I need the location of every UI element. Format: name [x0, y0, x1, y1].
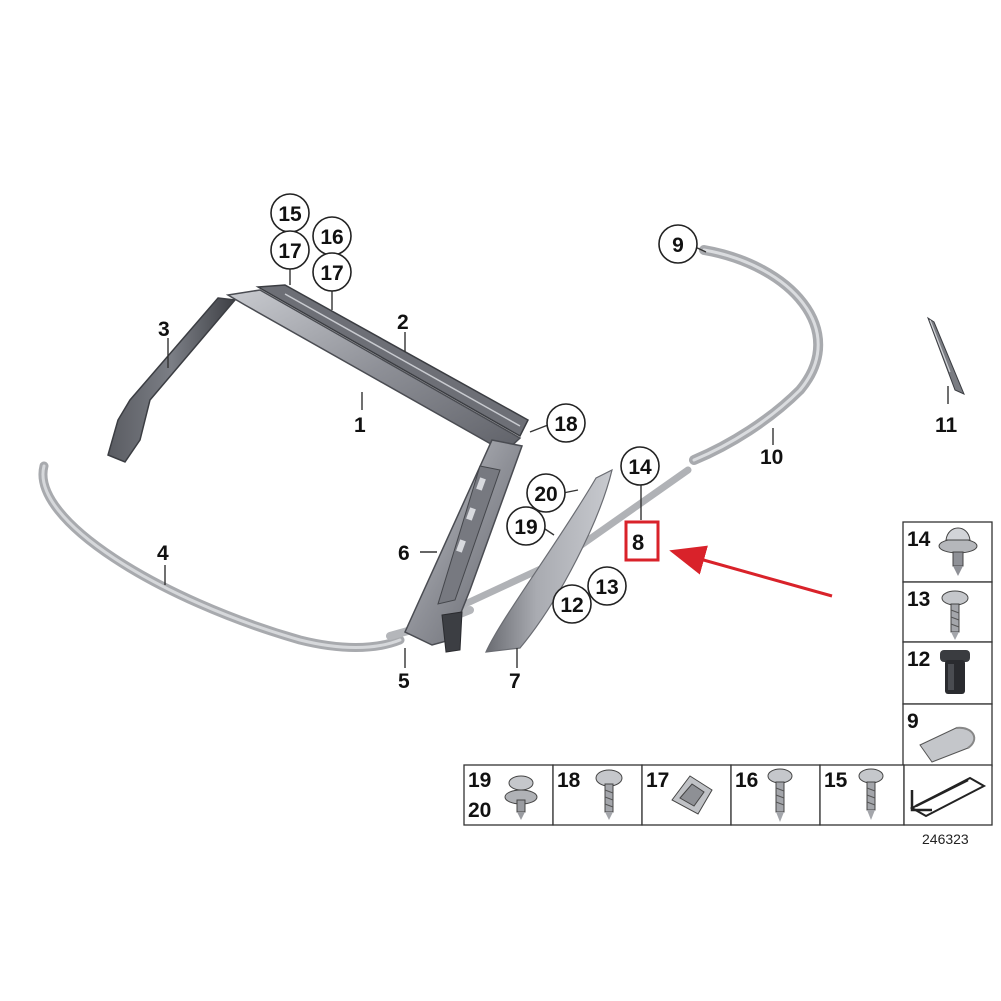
fastener-cell-9: 9 [902, 703, 993, 767]
part-11-clip-edge [929, 319, 951, 373]
callout-18: 18 [546, 403, 586, 443]
highlight-box-part-8 [624, 520, 660, 562]
callout-19: 19 [506, 506, 546, 546]
svg-text:13: 13 [595, 576, 618, 599]
part-6-slot [456, 539, 466, 553]
svg-text:20: 20 [534, 483, 557, 506]
clip-icon [504, 775, 538, 820]
svg-text:12: 12 [560, 594, 583, 617]
label-part-3: 3 [158, 318, 170, 341]
fastener-cell-12: 12 [902, 641, 993, 705]
fastener-cell-13: 13 [902, 581, 993, 643]
part-3-bracket [107, 297, 237, 463]
part-1-frame [225, 289, 522, 453]
svg-text:20: 20 [468, 799, 491, 822]
svg-text:14: 14 [628, 456, 652, 479]
clip-icon [938, 527, 978, 576]
leader-lines [164, 245, 949, 668]
callout-17a: 17 [270, 230, 310, 270]
svg-text:18: 18 [557, 769, 581, 792]
callout-13: 13 [587, 566, 627, 606]
svg-text:17: 17 [320, 262, 343, 285]
screw-icon [595, 769, 623, 820]
part-7-trim [485, 468, 613, 653]
label-part-4: 4 [157, 542, 169, 565]
label-part-8: 8 [632, 530, 644, 555]
label-part-2: 2 [397, 311, 409, 334]
part-6-slot [466, 507, 476, 521]
screw-icon [941, 590, 969, 640]
part-6-slot [476, 477, 486, 491]
self-tapping-screw-icon [767, 768, 793, 822]
part-2-strip-line [284, 293, 521, 427]
svg-text:9: 9 [672, 234, 684, 257]
part-10-upper-seal [689, 245, 824, 465]
svg-text:15: 15 [824, 769, 848, 792]
callout-15: 15 [270, 193, 310, 233]
svg-text:16: 16 [320, 226, 343, 249]
svg-text:14: 14 [907, 528, 931, 551]
callout-17b: 17 [312, 252, 352, 292]
part-10-upper-seal-highlight [692, 248, 820, 462]
svg-text:12: 12 [907, 648, 930, 671]
callout-14: 14 [620, 446, 660, 486]
label-part-6: 6 [398, 542, 410, 565]
svg-text:17: 17 [646, 769, 669, 792]
part-4-lower-seal [38, 461, 405, 652]
callout-16: 16 [312, 216, 352, 256]
part-2-frame-strip [255, 284, 529, 438]
callout-20: 20 [526, 473, 566, 513]
fastener-cell-19-20: 19 20 [463, 764, 554, 826]
svg-text:18: 18 [554, 413, 578, 436]
bracket-icon [919, 726, 976, 763]
spring-clip-icon [671, 775, 713, 815]
label-part-1: 1 [354, 414, 366, 437]
fastener-cell-16: 16 [730, 764, 821, 826]
svg-text:19: 19 [468, 769, 491, 792]
part-5-end-cap [441, 611, 463, 653]
grommet-icon [940, 650, 970, 694]
svg-text:16: 16 [735, 769, 758, 792]
label-part-5: 5 [398, 670, 410, 693]
label-part-10: 10 [760, 446, 783, 469]
fastener-cell-14: 14 [902, 521, 993, 583]
label-part-11: 11 [935, 414, 958, 437]
callout-9: 9 [658, 224, 698, 264]
svg-text:13: 13 [907, 588, 930, 611]
label-part-7: 7 [509, 670, 521, 693]
fastener-cell-18: 18 [552, 764, 643, 826]
callout-12: 12 [552, 584, 592, 624]
fastener-cell-17: 17 [641, 764, 732, 826]
svg-text:15: 15 [278, 203, 302, 226]
screw-icon [858, 768, 884, 820]
arrow-mark-icon [909, 776, 987, 818]
part-4-lower-seal-highlight [41, 464, 402, 649]
part-6-pillar-inner [437, 465, 501, 605]
diagram-code: 246323 [922, 831, 969, 847]
arrow-mark-cell [903, 764, 993, 826]
red-pointer-arrow [669, 545, 833, 598]
svg-text:19: 19 [514, 516, 537, 539]
svg-text:17: 17 [278, 240, 301, 263]
fastener-cell-15: 15 [819, 764, 905, 826]
svg-text:9: 9 [907, 710, 919, 733]
